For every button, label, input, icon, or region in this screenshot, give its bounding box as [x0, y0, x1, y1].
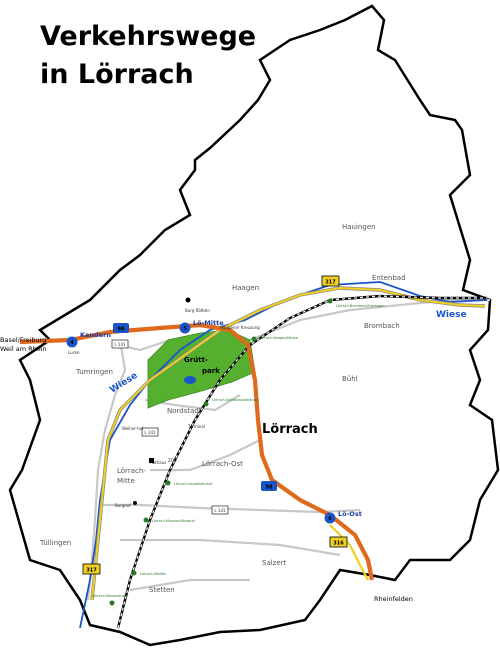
station-museum: Lörrach-Museum/Burghof: [152, 519, 196, 523]
landmark-burg: Burg Rötteln: [185, 308, 210, 313]
dest-basel-line2: Weil am Rhein: [0, 345, 47, 353]
landmark-terminal: Terminal: [187, 424, 205, 429]
district-loerrach-mitte-1: Lörrach-: [117, 467, 146, 475]
exit-4: 4: [66, 336, 78, 348]
district-hauingen: Hauingen: [342, 223, 376, 231]
river-wiese: [79, 281, 488, 629]
shield-317-top-label: 317: [325, 280, 336, 286]
station-brombach: Lörrach-Brombach/Hauingen: [336, 304, 385, 308]
railway: [116, 294, 487, 629]
district-nordstadt: Nordstadt: [167, 407, 202, 415]
station-hbf: Lörrach-Hauptbahnhof: [174, 482, 213, 486]
shield-316: [329, 536, 348, 548]
map-title-line2: in Lörrach: [40, 59, 194, 90]
district-salzert: Salzert: [262, 559, 287, 567]
burghof-icon: [133, 501, 137, 505]
svg-text:6: 6: [328, 516, 332, 522]
exit-name-loe-mitte: Lö-Mitte: [193, 319, 224, 327]
shield-l141-a-label: L 141: [114, 342, 126, 347]
motorway-number-bottom: 98: [266, 485, 273, 491]
shield-l141-c: [211, 505, 229, 515]
motorway-a98: [19, 322, 375, 581]
district-tumringen: Tumringen: [75, 368, 113, 376]
district-tuellingen: Tüllingen: [39, 539, 71, 547]
rathaus-icon: [149, 458, 154, 463]
shield-317-bottom-label: 317: [86, 568, 97, 574]
exit-name-kandern: Kandern: [80, 331, 111, 339]
motorway-shield-98-top: [113, 323, 129, 333]
landmark-zob: ZOB: [168, 458, 177, 463]
landmark-rathaus: Rathaus: [150, 460, 166, 465]
landmark-haagen-kreuzung: Haagener Kreuzung: [220, 325, 260, 330]
district-loerrach-ost: Lörrach-Ost: [202, 460, 243, 468]
landmark-weiher: Weiher-hof: [122, 426, 144, 431]
shield-317-top: [321, 275, 340, 287]
shield-316-label: 316: [333, 541, 344, 547]
station-stetten: Lörrach-Stetten: [140, 572, 166, 576]
exit-name-loe-ost: Lö-Ost: [338, 510, 362, 518]
shield-l141-b-label: L 141: [144, 430, 156, 435]
city-boundary: [8, 4, 500, 647]
shield-l141-a: [111, 339, 129, 349]
map-title-line1: Verkehrswege: [40, 21, 256, 52]
dest-rheinfelden: Rheinfelden: [374, 595, 413, 603]
shield-317-bottom: [82, 563, 101, 575]
park-label-line1: Grütt-: [184, 356, 208, 364]
exit-6: 6: [324, 512, 336, 524]
shield-l141-c-label: L 141: [214, 508, 226, 513]
landmark-lucke: Lucke: [68, 350, 80, 355]
shield-l141-b: [141, 427, 159, 437]
exit-5: 5: [179, 322, 191, 334]
federal-road-316: [329, 524, 369, 581]
district-entenbad: Entenbad: [372, 274, 406, 282]
dest-basel-line1: Basel/Freiburg: [0, 336, 46, 344]
station-schwarzwaldstr: Lörrach-Schwarzwaldstraße: [212, 398, 259, 402]
district-haagen: Haagen: [232, 284, 259, 292]
river-label-wiese-east: Wiese: [436, 310, 467, 320]
park-label-line2: park: [202, 367, 220, 375]
district-brombach: Brombach: [364, 322, 400, 330]
svg-text:4: 4: [70, 340, 74, 346]
svg-text:5: 5: [183, 326, 187, 332]
motorway-number-top: 98: [118, 327, 125, 333]
station-dammstr: Lörrach-Dammstraße: [92, 594, 128, 598]
motorway-shield-98-bottom: [261, 481, 277, 491]
district-loerrach-mitte-2: Mitte: [117, 477, 135, 485]
district-stetten: Stetten: [149, 586, 175, 594]
city-label: Lörrach: [262, 422, 318, 437]
federal-road-317-fill: [91, 286, 486, 601]
castle-icon: [185, 297, 191, 303]
park-lake: [184, 376, 196, 384]
station-haagen: Lörrach-Haagen/Messe: [259, 336, 298, 340]
landmark-burghof: Burghof: [115, 503, 131, 508]
district-buehl: Bühl: [342, 375, 358, 383]
stations: [109, 298, 333, 606]
